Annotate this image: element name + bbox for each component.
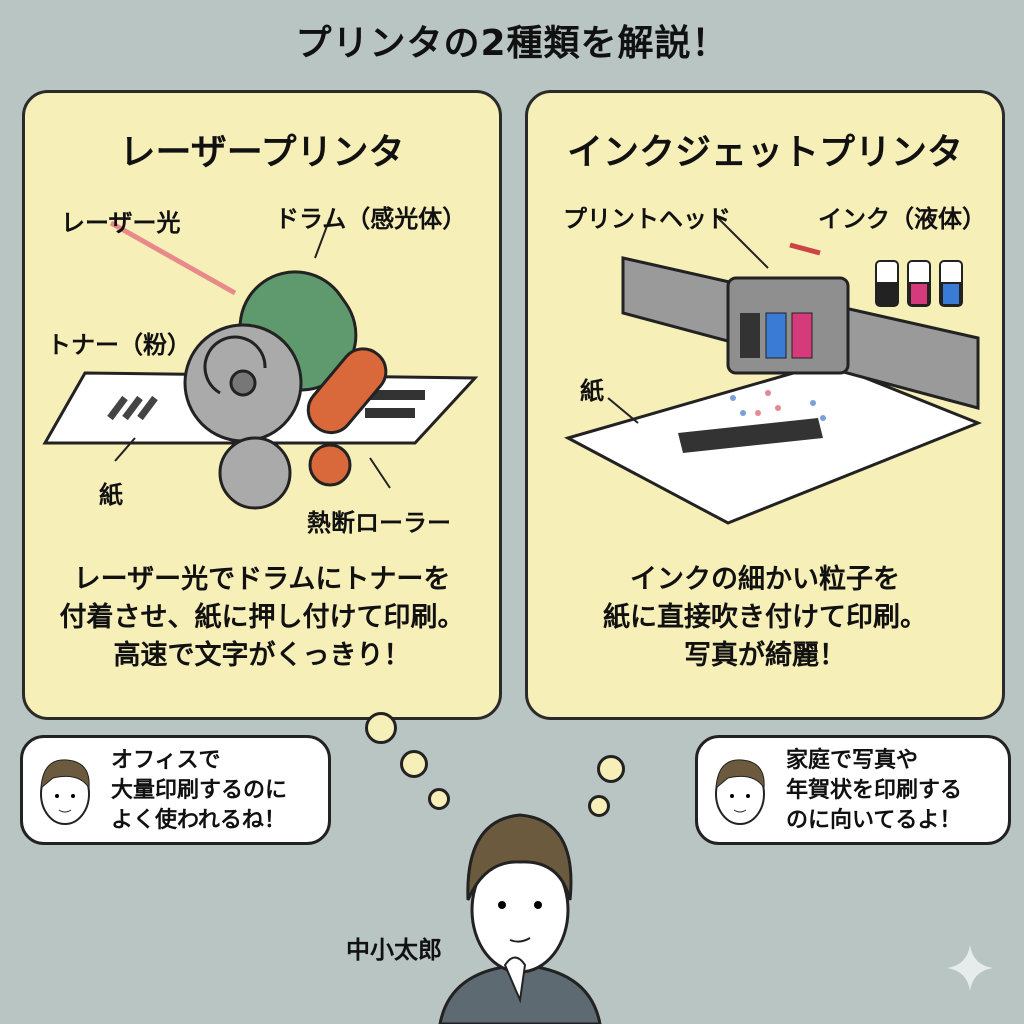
inkjet-desc-line: インクの細かい粒子を (630, 564, 900, 595)
laser-description: レーザー光でドラムにトナーを 付着させ、紙に押し付けて印刷。 高速で文字がくっき… (25, 561, 499, 675)
speech-bubble-right: 家庭で写真や 年賀状を印刷する のに向いてるよ！ (695, 735, 1011, 845)
page-title: プリンタの2種類を解説！ (295, 23, 729, 64)
thought-dot (588, 795, 610, 817)
thought-dot (400, 750, 428, 778)
laser-beam (109, 220, 237, 296)
avatar (40, 759, 90, 825)
thought-dot (428, 788, 450, 810)
character-name: 中小太郎 (346, 936, 442, 964)
thought-dot (365, 712, 397, 744)
fuser-roller (306, 347, 388, 435)
print-head (726, 276, 850, 375)
bubble-line: 家庭で写真や (786, 748, 919, 773)
fuser-label: 熱断ローラー (307, 509, 451, 537)
laser-desc-line: 付着させ、紙に押し付けて印刷。 (59, 602, 465, 633)
bubble-line: 大量印刷するのに (111, 778, 288, 803)
laser-heading: レーザープリンタ (119, 132, 405, 173)
arrow-icon (789, 242, 821, 256)
bubble-line: オフィスで (111, 748, 221, 773)
laser-desc-line: 高速で文字がくっきり！ (113, 640, 411, 671)
inkjet-paper-label: 紙 (580, 377, 604, 405)
bubble-right-text: 家庭で写真や 年賀状を印刷する のに向いてるよ！ (786, 746, 962, 836)
ink-bottles (875, 260, 963, 307)
laser-printer-panel: レーザープリンタ レーザー光 ドラム（感光体） トナー（粉） 紙 熱断ローラー … (22, 90, 502, 720)
inkjet-printer-illustration (564, 217, 983, 525)
thought-dot (597, 755, 625, 783)
bubble-left-text: オフィスで 大量印刷するのに よく使われるね！ (111, 746, 287, 836)
bubble-line: 年賀状を印刷する (786, 778, 963, 803)
avatar (715, 759, 765, 825)
laser-printer-illustration (42, 217, 479, 510)
toner-label: トナー（粉） (47, 331, 191, 359)
print-head-label: プリントヘッド (563, 205, 731, 233)
character-illustration (438, 813, 602, 1024)
paper-label: 紙 (99, 481, 123, 509)
inkjet-desc-line: 紙に直接吹き付けて印刷。 (603, 602, 927, 633)
bubble-line: のに向いてるよ！ (786, 808, 962, 833)
sparkle-icon (947, 945, 993, 991)
inkjet-heading: インクジェットプリンタ (566, 132, 963, 173)
ink-label: インク（液体） (818, 205, 986, 233)
inkjet-description: インクの細かい粒子を 紙に直接吹き付けて印刷。 写真が綺麗！ (528, 561, 1002, 675)
speech-bubble-left: オフィスで 大量印刷するのに よく使われるね！ (20, 735, 331, 845)
drum-label: ドラム（感光体） (275, 205, 467, 233)
laser-light-label: レーザー光 (61, 209, 181, 237)
laser-desc-line: レーザー光でドラムにトナーを (73, 564, 451, 595)
bubble-line: よく使われるね！ (111, 808, 286, 833)
inkjet-printer-panel: インクジェットプリンタ プリントヘッド インク（液体） 紙 インクの細かい粒子を… (525, 90, 1005, 720)
inkjet-desc-line: 写真が綺麗！ (684, 640, 846, 671)
